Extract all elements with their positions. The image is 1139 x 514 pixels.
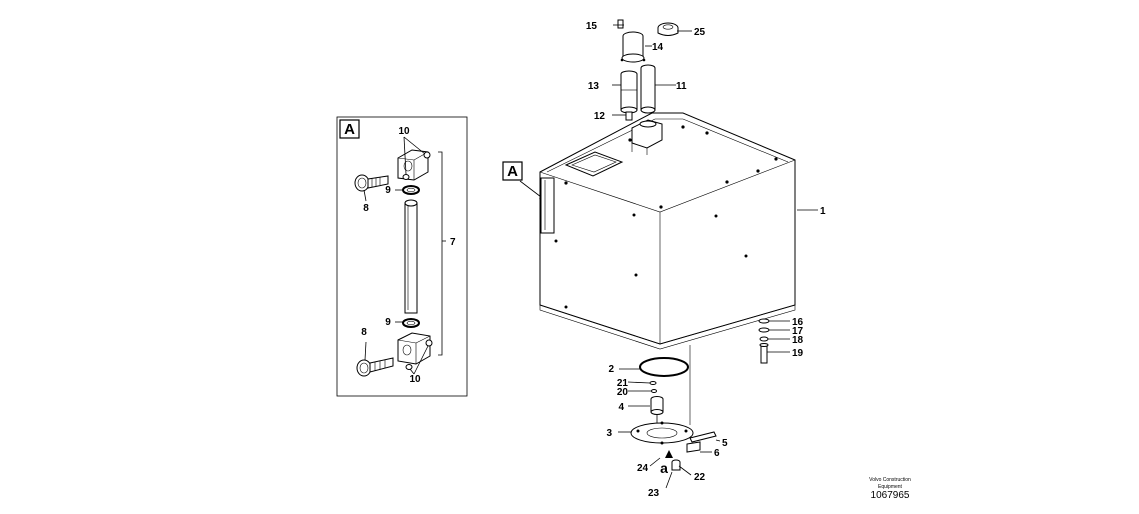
view-marker-box <box>502 161 523 181</box>
filter-element-11 <box>640 64 656 114</box>
callout-25: 25 <box>694 27 706 38</box>
assembly-bracket <box>438 151 443 356</box>
fitting-12 <box>625 111 633 121</box>
fasteners-16-19 <box>758 318 770 364</box>
callout-18: 18 <box>792 335 804 346</box>
callout-16: 16 <box>792 317 804 328</box>
callout-3: 3 <box>606 428 612 439</box>
filler-assembly <box>631 119 663 155</box>
washer-24 <box>665 450 673 458</box>
bottom-o-ring <box>402 318 420 328</box>
plug-23 <box>671 459 681 471</box>
top-o-ring <box>402 185 420 195</box>
callout-20: 20 <box>617 387 629 398</box>
cover-25 <box>657 22 679 36</box>
strainer-13 <box>620 70 638 114</box>
o-ring-2 <box>639 357 689 377</box>
bottom-flange-bolt <box>356 357 394 377</box>
flange-plate-3 <box>630 421 717 445</box>
detail-view-a: A <box>336 116 468 397</box>
callout-24: 24 <box>637 463 649 474</box>
callout-15: 15 <box>586 21 598 32</box>
callout-8-bottom: 8 <box>361 327 367 338</box>
bottom-connector-block <box>397 332 433 370</box>
drawing-number: 1067965 <box>871 490 910 501</box>
detail-view-letter-box <box>339 119 360 139</box>
callout-23: 23 <box>648 488 660 499</box>
callout-14: 14 <box>652 42 664 53</box>
callout-11: 11 <box>676 81 687 92</box>
footer-company-line1: Volvo Construction <box>869 477 911 483</box>
detail-view-letter: A <box>344 121 355 138</box>
sensor-4 <box>650 396 664 432</box>
callout-22: 22 <box>694 472 706 483</box>
view-marker-letter: A <box>507 163 518 180</box>
callout-5: 5 <box>722 438 728 449</box>
callout-1: 1 <box>820 206 826 217</box>
detail-frame <box>336 116 468 397</box>
callout-6: 6 <box>714 448 720 459</box>
callout-9-top: 9 <box>385 185 391 196</box>
callout-10-top: 10 <box>398 126 410 137</box>
hydraulic-tank-assembly: A <box>502 19 826 499</box>
callout-2: 2 <box>608 364 614 375</box>
callout-12: 12 <box>594 111 606 122</box>
connecting-tube <box>404 199 418 314</box>
callout-21: 21 <box>617 378 629 389</box>
tank-body <box>539 112 796 350</box>
callout-19: 19 <box>792 348 804 359</box>
callout-9-bottom: 9 <box>385 317 391 328</box>
callout-10-bottom: 10 <box>409 374 421 385</box>
callout-a: a <box>660 460 668 476</box>
drawing-footer: Volvo Construction Equipment 1067965 <box>869 477 911 501</box>
callout-4: 4 <box>618 402 624 413</box>
top-flange-bolt <box>354 174 389 192</box>
filler-cap-14 <box>620 31 646 63</box>
top-connector-block <box>397 149 431 181</box>
callout-17: 17 <box>792 326 804 337</box>
fitting-6 <box>686 441 701 453</box>
footer-company-line2: Equipment <box>878 484 903 490</box>
callout-13: 13 <box>588 81 600 92</box>
callout-7: 7 <box>450 237 456 248</box>
callout-8-top: 8 <box>363 203 369 214</box>
cap-plug-15 <box>617 19 624 29</box>
